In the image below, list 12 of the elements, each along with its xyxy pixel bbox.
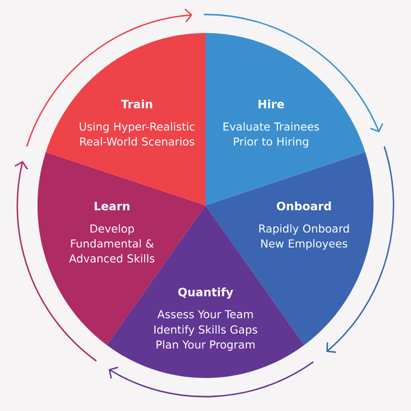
stage-title: Train — [121, 100, 152, 108]
stage-title: Onboard — [276, 202, 331, 210]
stage-title: Learn — [94, 202, 130, 210]
stage-title: Hire — [258, 100, 284, 108]
stage-description: Identify Skills Gaps — [154, 325, 258, 336]
stage-description: Using Hyper-Realistic Real-World Scenarios — [80, 122, 194, 146]
stage-description: Assess Your Team — [157, 310, 253, 318]
stage-description: Plan Your Program — [156, 340, 255, 351]
stage-description: Evaluate Trainees Prior to Hiring — [224, 122, 319, 148]
stage-title: Quantify — [178, 288, 234, 299]
stage-description: Develop Fundamental & Advanced Skills — [69, 224, 154, 263]
stage-description: Rapidly Onboard New Employees — [259, 224, 349, 250]
